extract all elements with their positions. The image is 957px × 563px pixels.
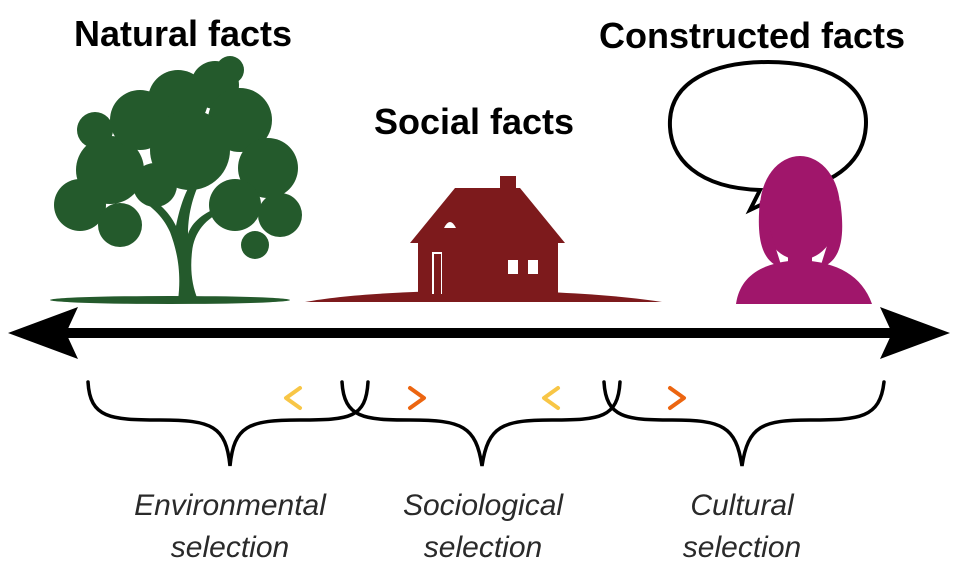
- brace-sociological: [340, 380, 622, 467]
- social-facts-heading: Social facts: [374, 101, 574, 142]
- axis-right-arrowhead: [880, 307, 950, 359]
- brace-environmental: [86, 380, 370, 467]
- overlap-arrow-right: [542, 386, 686, 410]
- environmental-selection-line2: selection: [171, 531, 289, 563]
- overlap-arrow-left: [284, 386, 426, 410]
- natural-facts-heading: Natural facts: [74, 13, 292, 54]
- spectrum-axis: [8, 307, 950, 359]
- sociological-selection-line2: selection: [424, 531, 542, 563]
- cultural-selection-line2: selection: [683, 531, 801, 563]
- constructed-facts-heading: Constructed facts: [599, 15, 905, 56]
- house-icon: [305, 176, 662, 302]
- person-silhouette-icon: [736, 156, 872, 304]
- sociological-selection-line1: Sociological: [403, 489, 564, 522]
- hill-shape: [305, 290, 662, 302]
- tree-icon: [50, 56, 302, 304]
- axis-left-arrowhead: [8, 307, 78, 359]
- environmental-selection-line1: Environmental: [134, 489, 327, 522]
- cultural-selection-line1: Cultural: [690, 489, 795, 522]
- brace-cultural: [602, 380, 886, 467]
